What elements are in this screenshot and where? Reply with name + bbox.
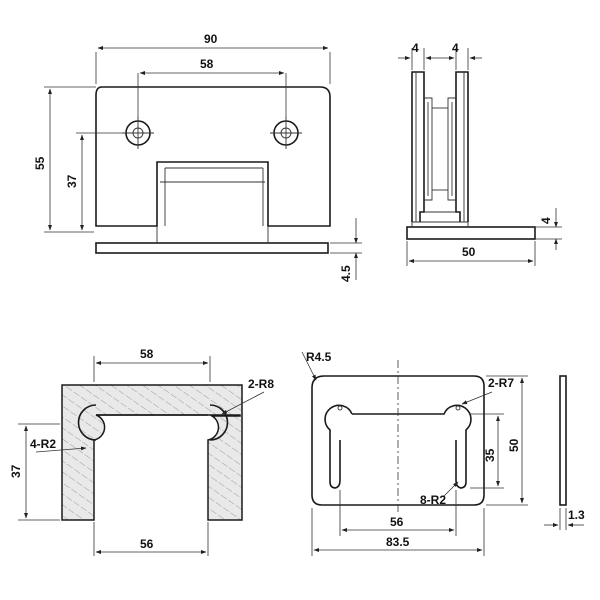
gasket-pin-left bbox=[337, 405, 343, 411]
dim-base-width-50: 50 bbox=[462, 245, 476, 259]
gasket-thickness-view: 1.3 bbox=[544, 375, 585, 530]
dim-gasket-outer-83-5: 83.5 bbox=[386, 535, 410, 549]
dim-cut-height-37: 37 bbox=[65, 174, 79, 188]
side-view: 4 4 4 50 bbox=[398, 41, 562, 266]
dim-clamp-bottom-56: 56 bbox=[140, 537, 154, 551]
dim-width-90: 90 bbox=[204, 32, 218, 46]
screw-hole-left bbox=[122, 117, 154, 149]
clamp-plate-hatched bbox=[61, 384, 243, 521]
label-4-r2: 4-R2 bbox=[30, 437, 56, 451]
screw-hole-right bbox=[270, 117, 302, 149]
dim-thickness-1-3: 1.3 bbox=[568, 508, 585, 522]
dim-gasket-35: 35 bbox=[483, 448, 497, 462]
dim-hole-spacing-58: 58 bbox=[200, 57, 214, 71]
gasket-view: R4.5 2-R7 50 35 8-R2 56 83.5 bbox=[301, 350, 528, 556]
front-base-plate bbox=[95, 242, 329, 254]
dim-left-wall-4: 4 bbox=[412, 41, 419, 55]
side-left-jaw bbox=[411, 71, 425, 222]
clamp-plate-view: 58 56 37 2-R8 4-R2 bbox=[9, 347, 274, 556]
side-base-plate bbox=[406, 226, 536, 240]
label-2-r7: 2-R7 bbox=[488, 376, 514, 390]
dim-clamp-height-37: 37 bbox=[9, 464, 23, 478]
gasket-outer bbox=[311, 375, 485, 506]
gasket-side-strip bbox=[559, 375, 567, 506]
dim-base-4-5: 4.5 bbox=[339, 265, 353, 282]
dim-base-height-4: 4 bbox=[539, 217, 553, 224]
clamp-notch-right bbox=[209, 404, 229, 441]
clamp-notch-left bbox=[77, 404, 97, 441]
label-8-r2: 8-R2 bbox=[420, 493, 446, 507]
label-2-r8: 2-R8 bbox=[248, 377, 274, 391]
dim-gasket-50: 50 bbox=[507, 438, 521, 452]
label-r4-5: R4.5 bbox=[306, 350, 332, 364]
dim-right-wall-4: 4 bbox=[452, 41, 459, 55]
front-plate-outline bbox=[95, 86, 331, 227]
side-right-jaw bbox=[455, 71, 469, 222]
front-view: 90 58 55 37 4.5 bbox=[33, 32, 362, 282]
dim-gasket-inner-56: 56 bbox=[390, 515, 404, 529]
dim-clamp-top-58: 58 bbox=[140, 347, 154, 361]
dim-height-55: 55 bbox=[33, 156, 47, 170]
gasket-inner bbox=[324, 404, 472, 489]
gasket-pin-right bbox=[455, 405, 461, 411]
